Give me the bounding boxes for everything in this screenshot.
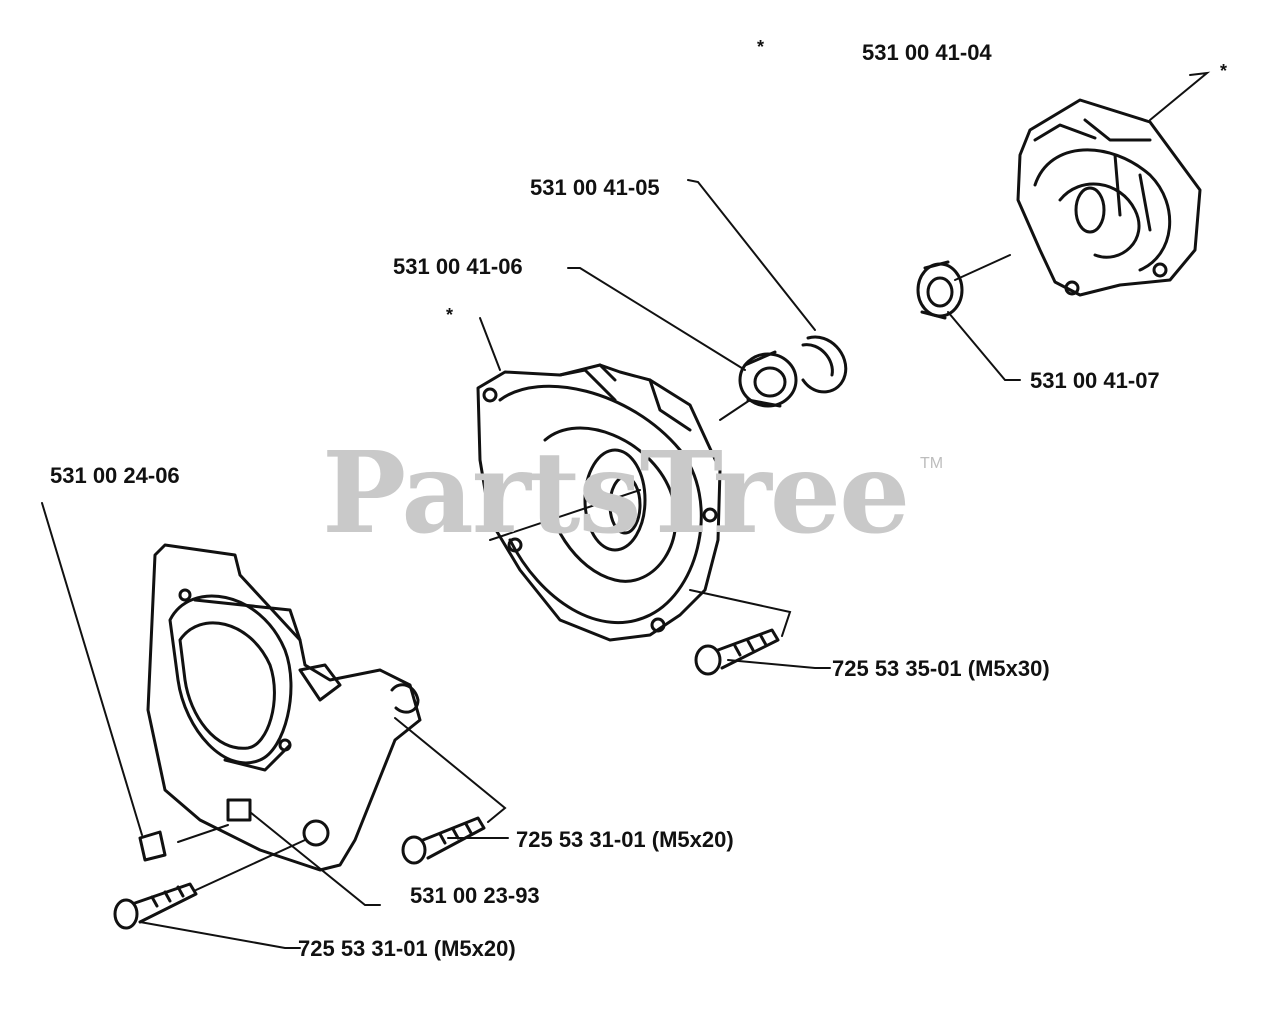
screw-m5x20-b-drawing xyxy=(113,882,198,930)
leader-shaft-right xyxy=(954,254,1011,281)
leader-531-00-41-06 xyxy=(567,267,746,371)
leader-725-53-35-01 xyxy=(689,589,831,669)
gasket-drawing xyxy=(138,830,167,862)
label-531-00-41-07: 531 00 41-07 xyxy=(1030,368,1160,393)
label-725-53-31-01-a: 725 53 31-01 (M5x20) xyxy=(516,827,734,852)
watermark: PartsTree xyxy=(322,428,910,559)
trademark-mark: TM xyxy=(920,455,944,472)
leader-725-53-31-01-b xyxy=(139,921,301,949)
asterisk-center: * xyxy=(446,305,454,325)
label-725-53-31-01-b: 725 53 31-01 (M5x20) xyxy=(298,936,516,961)
leader-gasket-cover xyxy=(177,824,229,843)
label-725-53-35-01: 725 53 35-01 (M5x30) xyxy=(832,656,1050,681)
leader-screw-b-cover xyxy=(195,839,306,891)
bearing-center-drawing xyxy=(738,350,798,408)
screw-m5x30-drawing xyxy=(694,628,780,676)
label-531-00-23-93: 531 00 23-93 xyxy=(410,883,540,908)
leader-531-00-23-93 xyxy=(249,811,381,906)
label-531-00-24-06: 531 00 24-06 xyxy=(50,463,180,488)
leader-531-00-41-07 xyxy=(947,311,1021,381)
label-531-00-41-06: 531 00 41-06 xyxy=(393,254,523,279)
leader-shaft-center xyxy=(719,399,751,421)
leader-center-star xyxy=(479,317,501,371)
leader-725-53-31-01-a xyxy=(394,717,509,839)
label-531-00-41-05: 531 00 41-05 xyxy=(530,175,660,200)
circlip-drawing xyxy=(801,335,848,394)
leader-531-00-24-06 xyxy=(41,502,143,836)
crankcase-cover-left-drawing xyxy=(146,543,422,872)
crankcase-half-center-drawing xyxy=(476,363,722,642)
leader-531-00-41-04-star xyxy=(1149,71,1211,121)
asterisk-right: * xyxy=(1220,61,1228,81)
asterisk-top: * xyxy=(757,37,765,57)
label-531-00-41-04: 531 00 41-04 xyxy=(862,40,992,65)
leader-crank-axis xyxy=(489,489,641,541)
crankcase-half-right-drawing xyxy=(1016,98,1202,297)
screw-m5x20-a-drawing xyxy=(401,816,486,865)
leader-531-00-41-05 xyxy=(687,179,816,331)
bearing-right-drawing xyxy=(916,260,964,320)
